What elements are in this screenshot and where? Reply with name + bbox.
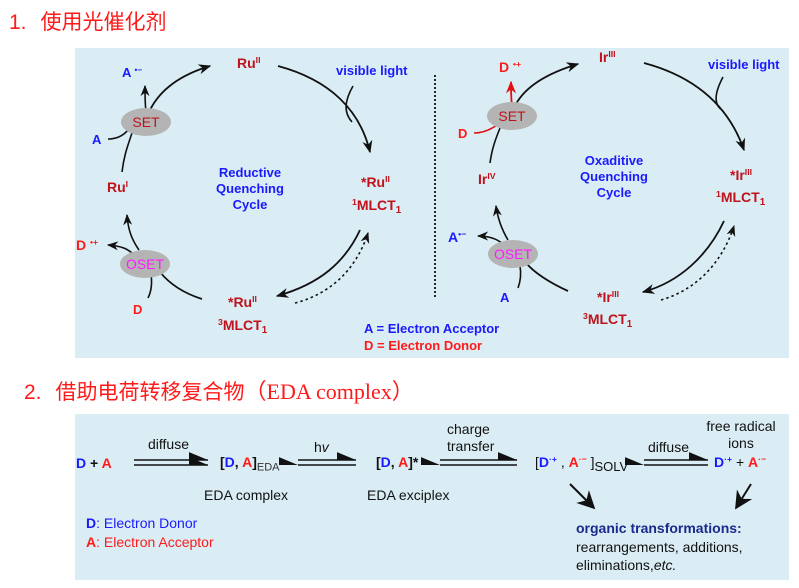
eda-complex-caption: EDA complex <box>204 487 289 503</box>
arrow-ir-iriv-to-set <box>489 127 501 164</box>
equilibrium-arrow-3 <box>420 452 517 466</box>
legend-acceptor: A = Electron Acceptor <box>364 321 500 336</box>
arrow-ru-acceptor-in <box>107 129 129 140</box>
ir-set-ellipse: SET <box>487 102 537 130</box>
equilibrium-arrow-2 <box>278 452 356 466</box>
ir-ground-state: IrIII <box>599 49 616 65</box>
eda-exciplex-caption: EDA exciplex <box>367 487 450 503</box>
eda-free-ions: D·+ + A·− <box>714 454 767 470</box>
ir-donor: D <box>458 126 468 141</box>
ru-acceptor-radical-anion: A •− <box>122 65 143 80</box>
ru-triplet-mlct: 3MLCT1 <box>218 317 268 336</box>
legend2-donor: D: Electron Donor <box>86 515 198 531</box>
arrow-ru-triplet-to-oset <box>159 271 203 300</box>
ir-oset-ellipse: OSET <box>488 240 538 268</box>
section2-title-latin: （EDA complex） <box>244 379 414 404</box>
ru-triplet-excited: *RuII <box>228 294 257 310</box>
legend2-acceptor: A: Electron Acceptor <box>86 534 214 550</box>
section1-heading: 1. 使用光催化剂 <box>9 6 167 36</box>
arrow-ir-reverse-dotted <box>660 224 736 301</box>
arrow-visible-light-ru <box>345 85 354 123</box>
ru-acceptor: A <box>92 132 102 147</box>
arrow-ru-rui-to-set <box>121 132 133 173</box>
ru-set-ellipse: SET <box>121 108 171 136</box>
arrow-ru-set-to-ground <box>149 64 212 111</box>
ir-donor-radical-cation: D •+ <box>499 59 522 75</box>
ru-visible-light-label: visible light <box>336 63 408 78</box>
ru-singlet-mlct: 1MLCT1 <box>352 197 402 216</box>
eda-ion-pair: [D·+ , A·− ]SOLV <box>535 454 629 474</box>
ru-oset-ellipse: OSET <box>120 250 170 278</box>
ir-singlet-excited: *IrIII <box>730 167 753 183</box>
arrow-ir-donor-in <box>473 124 498 134</box>
section1-title: 使用光催化剂 <box>40 10 167 34</box>
arrow-ir-oset-to-iriv <box>492 204 509 241</box>
eda-exciplex: [D, A]* <box>376 454 419 470</box>
ir-visible-light-label: visible light <box>708 57 780 72</box>
photocatalyst-panel <box>75 48 789 358</box>
arrow-ru-isc <box>275 229 361 298</box>
equilibrium-arrow-4 <box>624 452 708 466</box>
arrow-free-ions-to-products <box>735 483 753 510</box>
arrow-ir-acceptor-in <box>517 265 522 289</box>
arrow-ru-reverse-dotted <box>294 231 370 304</box>
arrow-ru-excitation <box>277 65 373 154</box>
section2-number: 2. <box>24 381 42 404</box>
section2-title: 借助电荷转移复合物 <box>55 380 245 404</box>
arrow-ir-isc <box>641 220 725 294</box>
eda-step4-label: diffuse <box>648 439 689 455</box>
section1-number: 1. <box>9 11 27 34</box>
eda-step2-label: hv <box>314 439 329 455</box>
section2-heading: 2. 借助电荷转移复合物（EDA complex） <box>24 374 414 406</box>
ru-donor-radical-cation: D •+ <box>76 237 99 253</box>
ir-acceptor-radical-anion: A•− <box>448 229 467 245</box>
ir-triplet-mlct: 3MLCT1 <box>583 311 633 330</box>
outcome-line-1: rearrangements, additions, <box>576 539 743 555</box>
eda-panel <box>75 414 789 580</box>
arrow-ir-set-to-ground <box>515 62 580 105</box>
outcome-line-2: eliminations,etc. <box>576 557 677 573</box>
eda-complex: [D, A]EDA <box>220 454 280 474</box>
ir-triplet-excited: *IrIII <box>597 289 620 305</box>
ru-reduced-state: RuI <box>107 179 129 195</box>
outcome-title: organic transformations: <box>576 520 742 536</box>
eda-step1-label: diffuse <box>148 436 189 452</box>
arrow-visible-light-ir <box>715 76 724 111</box>
ru-singlet-excited: *RuII <box>361 174 390 190</box>
arrow-ion-pair-to-products <box>569 483 596 510</box>
arrow-ru-oset-to-rui <box>123 213 140 251</box>
ir-oxidized-state: IrIV <box>478 171 496 187</box>
equilibrium-arrow-1 <box>134 452 208 466</box>
eda-start-reactants: D + A <box>76 455 112 471</box>
arrow-ir-triplet-to-oset <box>526 263 569 292</box>
ir-singlet-mlct: 1MLCT1 <box>716 189 766 208</box>
legend-donor: D = Electron Donor <box>364 338 483 353</box>
ru-ground-state: RuII <box>237 55 261 71</box>
ir-acceptor: A <box>500 290 510 305</box>
ru-donor: D <box>133 302 143 317</box>
arrow-ir-excitation <box>643 62 746 152</box>
